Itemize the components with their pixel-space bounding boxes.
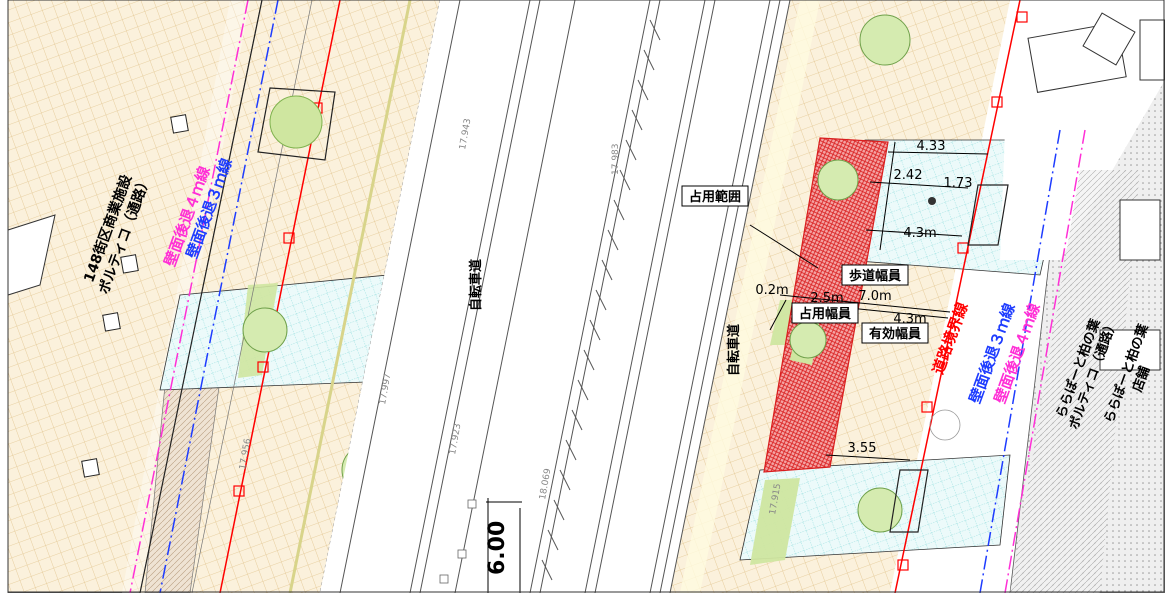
right-building-outlines xyxy=(1027,12,1165,371)
right-boundary-markers xyxy=(897,11,1028,571)
road-curb-boxes xyxy=(439,499,477,584)
callout-sidewalk-width-label: 歩道幅員 xyxy=(849,268,901,284)
left-road-boundary-line xyxy=(219,0,341,593)
left-building-notch xyxy=(7,214,56,296)
callout-sidewalk-width: 歩道幅員 xyxy=(841,264,909,286)
dimension-2-42: 2.42 xyxy=(894,168,923,183)
dimension-7-0m: 7.0m xyxy=(858,289,891,304)
dimension-4-3m-upper: 4.3m xyxy=(903,226,936,241)
dimension-4-33: 4.33 xyxy=(917,139,946,154)
left-yellow-strip xyxy=(288,0,412,593)
callout-occupied-area: 占用範囲 xyxy=(681,185,749,207)
right-yellow-strip xyxy=(680,0,820,593)
road-median-zebra xyxy=(541,19,661,581)
callout-effective-width-label: 有効幅員 xyxy=(869,326,921,342)
dimension-2-5m: 2.5m xyxy=(810,291,843,306)
dimension-6m: 6.00 xyxy=(485,498,522,593)
callout-occupied-area-label: 占用範囲 xyxy=(689,189,741,205)
dimension-0-2m: 0.2m xyxy=(755,283,788,298)
left-setback-3m-line xyxy=(159,0,279,593)
left-setback-4m-line xyxy=(129,0,249,593)
road-lane-lines xyxy=(339,0,781,593)
right-setback-3m-line xyxy=(979,129,1061,593)
left-building-columns xyxy=(81,114,189,478)
right-tree-boxes xyxy=(889,184,1009,533)
right-hatch-area xyxy=(1010,170,1140,593)
dimension-6m-label: 6.00 xyxy=(485,521,510,575)
elevation-1: 17.983 xyxy=(611,144,621,176)
dimension-3-55: 3.55 xyxy=(848,441,877,456)
bike-lane-left-label: 自転車道 xyxy=(468,259,484,311)
drawing-frame xyxy=(7,0,1165,593)
left-tree-box xyxy=(257,87,336,161)
callout-effective-width: 有効幅員 xyxy=(861,322,929,344)
right-curb-line xyxy=(669,0,791,593)
road-carriageway xyxy=(320,0,790,593)
right-pole xyxy=(928,197,936,205)
dimension-1-73: 1.73 xyxy=(944,176,973,191)
right-manhole xyxy=(929,409,961,441)
right-setback-4m-line xyxy=(1004,129,1086,593)
right-road-boundary-line xyxy=(894,0,1021,593)
left-building-face xyxy=(139,0,263,593)
bike-lane-right-label: 自転車道 xyxy=(726,324,742,376)
right-trees xyxy=(789,14,911,533)
dimension-lines-upper xyxy=(865,141,989,251)
callout-occupied-width: 占用幅員 xyxy=(791,302,859,324)
callout-occupied-width-label: 占用幅員 xyxy=(799,306,851,322)
